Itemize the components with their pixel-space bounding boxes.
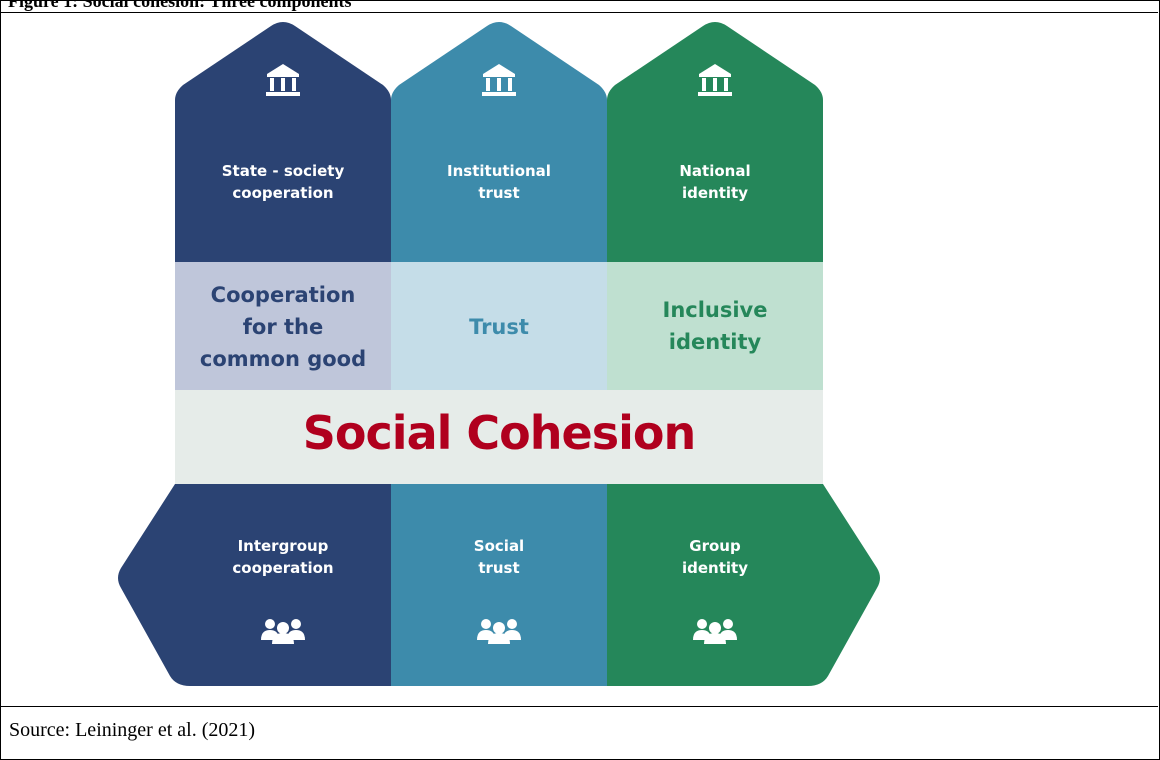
- bottom-label-identity: Group identity: [682, 537, 748, 577]
- source-row: Source: Leininger et al. (2021): [0, 706, 1158, 759]
- social-cohesion-headline: Social Cohesion: [302, 406, 696, 460]
- base-identity: [607, 484, 880, 686]
- band-trust: [391, 262, 607, 390]
- band-identity: [607, 262, 823, 390]
- base-cooperation: [118, 484, 391, 686]
- middle-label-identity: Inclusive identity: [662, 298, 768, 354]
- institution-icon: [698, 64, 732, 96]
- base-trust: [391, 484, 607, 686]
- figure-caption: Figure 1: Social cohesion: Three compone…: [8, 0, 352, 11]
- source-note: Source: Leininger et al. (2021): [9, 719, 256, 741]
- middle-label-cooperation: Cooperation for the common good: [199, 283, 367, 371]
- pillar-top-trust: [391, 22, 607, 262]
- top-label-cooperation: State - society cooperation: [221, 162, 345, 202]
- diagram-shapes: [118, 22, 880, 686]
- band-social-cohesion: [175, 390, 823, 484]
- band-cooperation: [175, 262, 391, 390]
- bottom-label-cooperation: Intergroup cooperation: [232, 537, 334, 577]
- people-group-icon: [261, 619, 305, 644]
- top-label-identity: National identity: [679, 162, 751, 202]
- people-group-icon: [477, 619, 521, 644]
- institution-icon: [266, 64, 300, 96]
- people-group-icon: [693, 619, 737, 644]
- pillar-top-cooperation: [175, 22, 391, 262]
- pillar-top-identity: [607, 22, 823, 262]
- institution-icon: [482, 64, 516, 96]
- figure-caption-cell: Figure 1: Social cohesion: Three compone…: [0, 0, 1158, 13]
- middle-label-trust: Trust: [469, 315, 529, 339]
- top-label-trust: Institutional trust: [447, 162, 551, 202]
- social-cohesion-diagram: State - society cooperation Institutiona…: [118, 22, 880, 686]
- bottom-label-trust: Social trust: [473, 537, 525, 577]
